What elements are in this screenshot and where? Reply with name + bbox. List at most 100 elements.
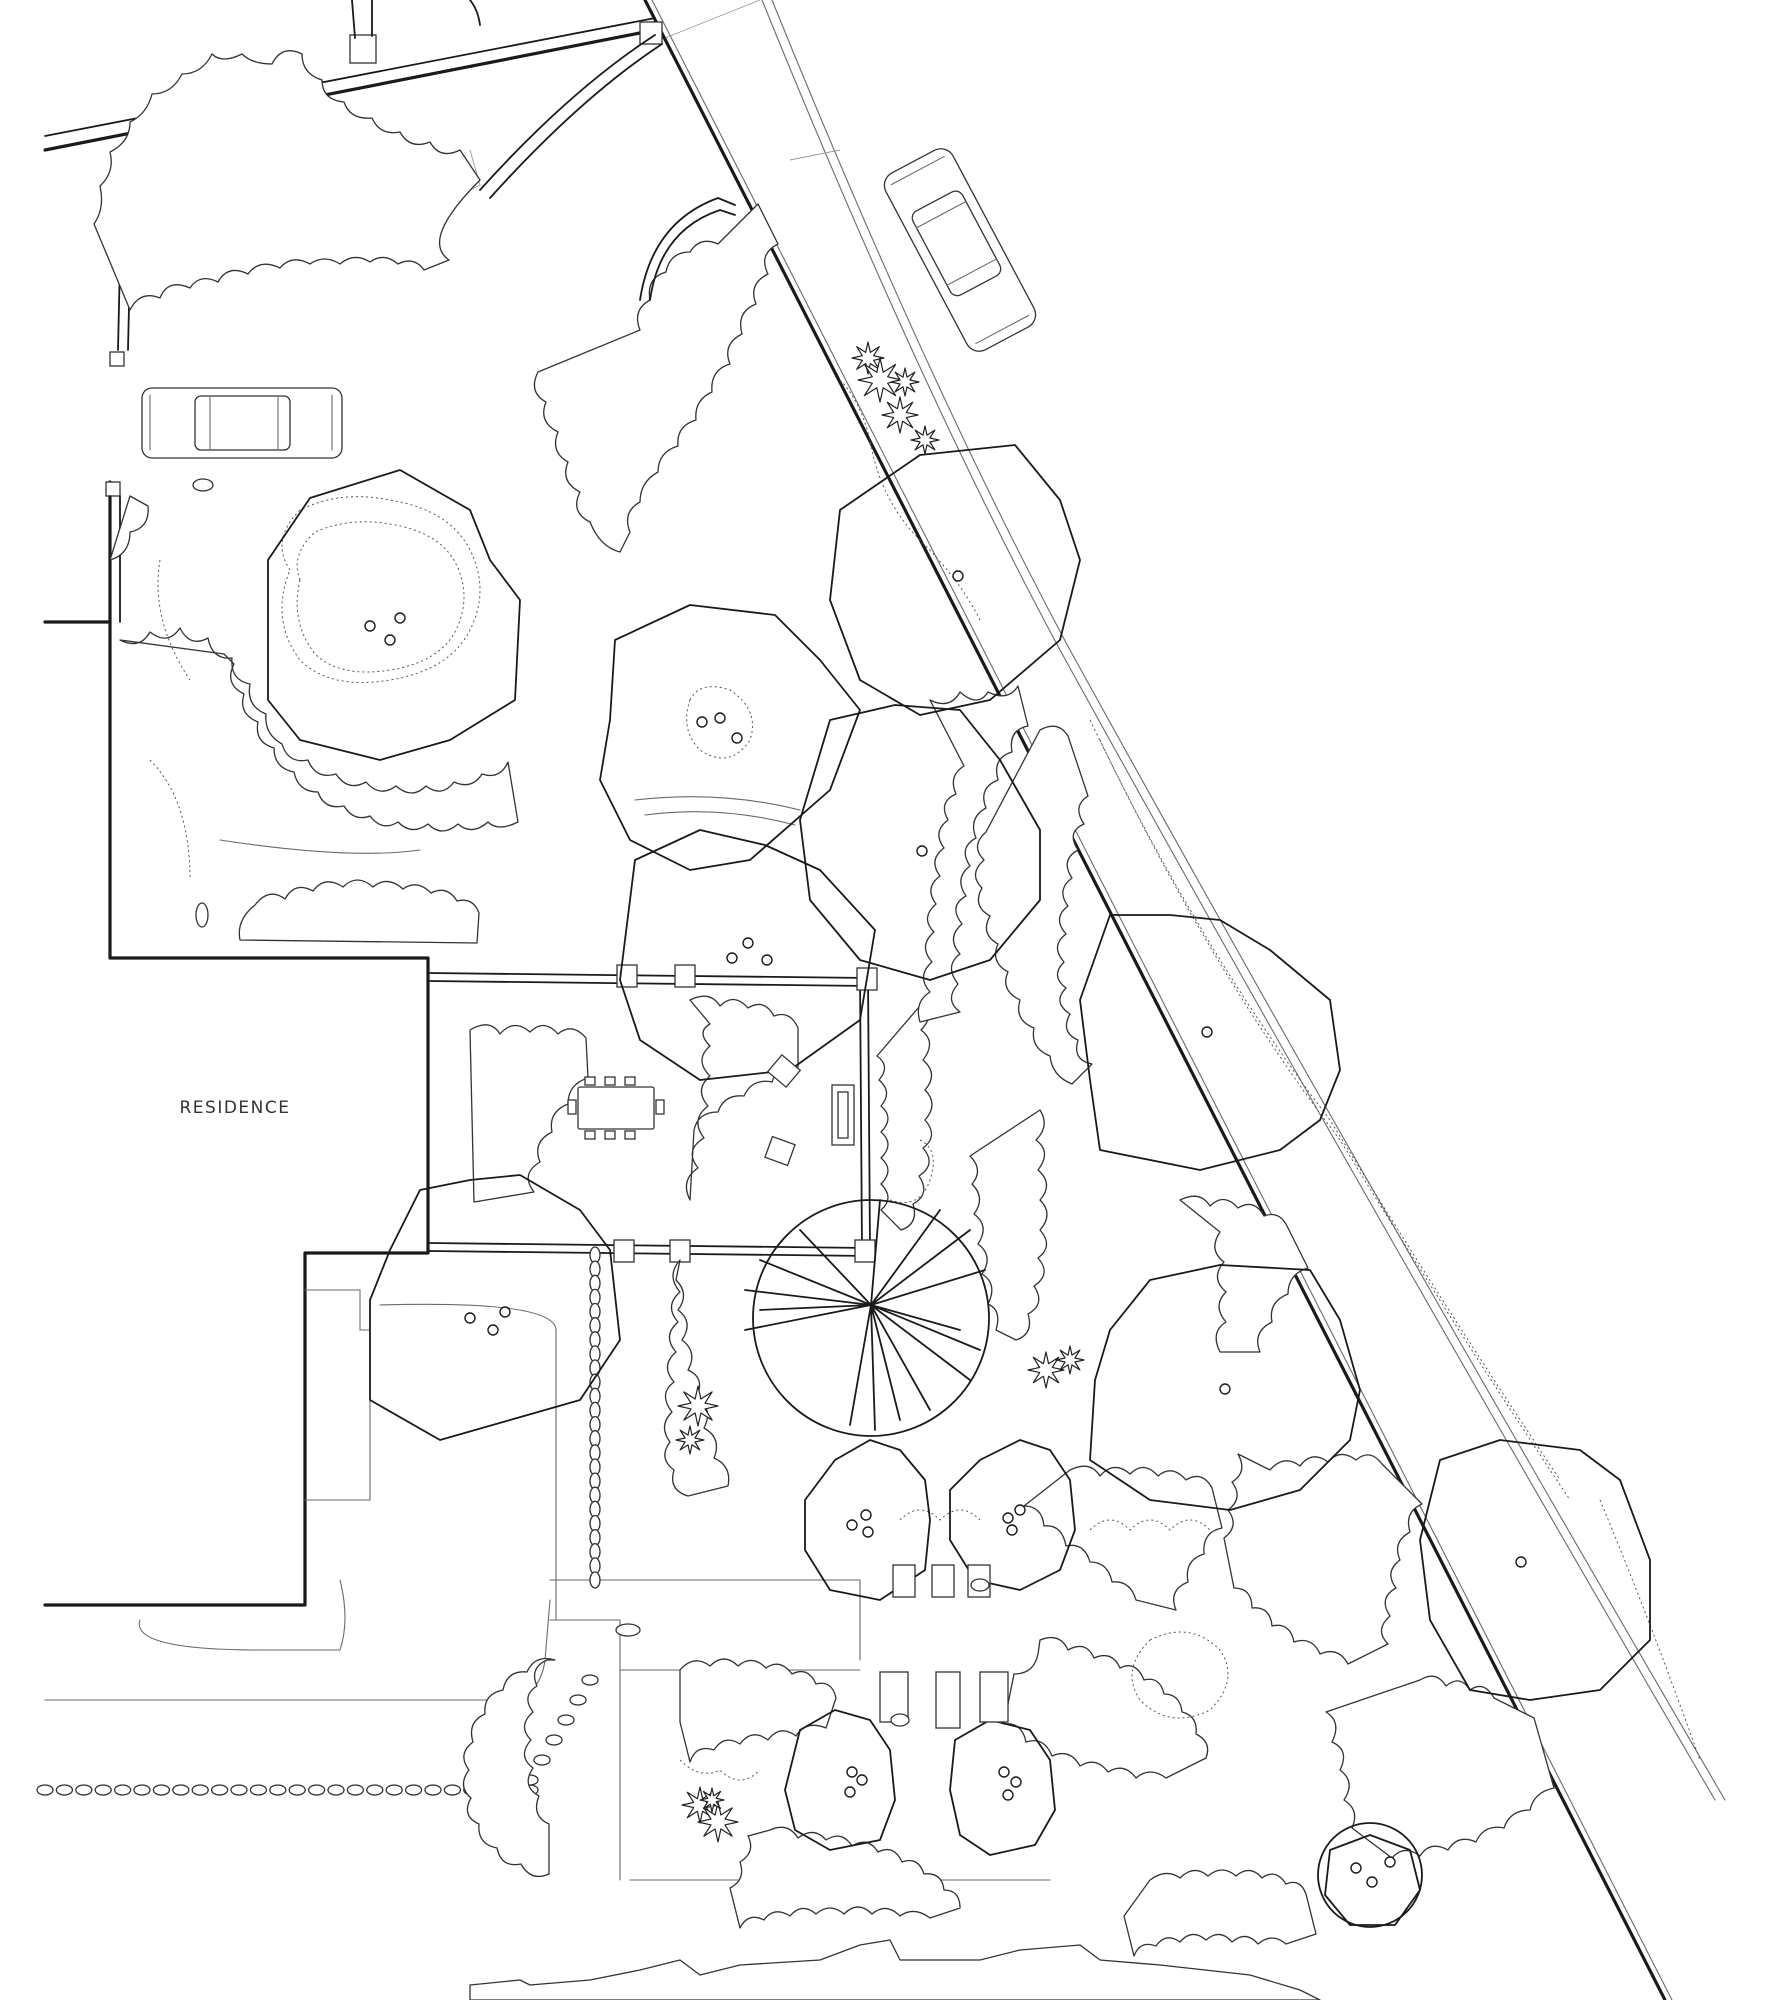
- stepping-stone: [424, 1784, 442, 1796]
- tree-canopy: [619, 829, 876, 1081]
- tree-trunk-marker: [714, 712, 726, 724]
- terrace-walls: [427, 964, 878, 1263]
- succulent-plant: [699, 1787, 725, 1813]
- bicycle-figures: [192, 478, 990, 1727]
- tree-trunk-marker: [998, 1766, 1010, 1778]
- tree-canopy: [1419, 1439, 1651, 1701]
- stepping-stone: [55, 1784, 74, 1796]
- stepping-stone: [569, 1694, 587, 1706]
- stepping-stone: [327, 1784, 345, 1796]
- tree-trunk-marker: [916, 845, 928, 857]
- tree-trunk-marker: [742, 937, 754, 949]
- stepping-stone: [545, 1734, 563, 1746]
- stepping-stone: [269, 1784, 287, 1796]
- tree-trunk-marker: [846, 1766, 858, 1778]
- tree-trunk-marker: [726, 952, 738, 964]
- stepping-stone: [307, 1784, 326, 1796]
- stepping-stone: [36, 1784, 54, 1796]
- tree-trunk-marker: [1219, 1383, 1231, 1395]
- tree-trunk-marker: [952, 570, 964, 582]
- property-line: [643, 0, 1673, 2000]
- tree-canopy: [267, 469, 521, 761]
- tree-trunk-marker: [394, 612, 406, 624]
- succulent-plant: [857, 357, 903, 403]
- tree-canopy: [1089, 1264, 1361, 1511]
- tree-trunk-marker: [1010, 1776, 1022, 1788]
- tree-trunk-marker: [696, 716, 708, 728]
- tree-trunk-marker: [1384, 1856, 1396, 1868]
- tree-trunk-marker: [862, 1526, 874, 1538]
- succulent-plant: [910, 425, 940, 455]
- road-edge-lines: [659, 0, 1726, 1801]
- succulent-plant: [1027, 1351, 1065, 1389]
- tree-trunk-marker: [464, 1312, 476, 1324]
- tree-canopy: [829, 444, 1081, 716]
- tree-trunk-marker: [856, 1774, 868, 1786]
- tree-trunk-marker: [487, 1324, 499, 1336]
- tree-trunk-marker: [1002, 1512, 1014, 1524]
- tree-trunk-marker: [1201, 1026, 1213, 1038]
- parked-car-right: [883, 148, 1037, 352]
- succulent-plant: [881, 396, 919, 434]
- stepping-stone: [75, 1784, 93, 1796]
- tree-trunk-marker: [1014, 1504, 1026, 1516]
- shrub-masses: [93, 50, 1555, 2000]
- tree-trunk-marker: [761, 954, 773, 966]
- tree-trunks: [364, 570, 1527, 1888]
- tree-trunk-marker: [844, 1786, 856, 1798]
- succulent-plant: [851, 341, 885, 375]
- tree-canopy: [1324, 1834, 1421, 1926]
- stepping-stone: [113, 1784, 132, 1796]
- tree-canopy: [599, 604, 861, 871]
- stepping-stone: [230, 1784, 248, 1796]
- succulent-plant: [1055, 1345, 1085, 1375]
- tree-trunk-marker: [731, 732, 743, 744]
- dining-table: [567, 1076, 665, 1140]
- stepping-stone: [94, 1784, 112, 1796]
- tree-trunk-marker: [846, 1519, 858, 1531]
- tree-trunk-marker: [860, 1509, 872, 1521]
- tree-canopy: [949, 1719, 1056, 1856]
- arbor-wall: [479, 34, 736, 301]
- tree-trunk-marker: [1350, 1862, 1362, 1874]
- tree-canopy: [784, 1709, 896, 1851]
- tree-canopy: [1079, 914, 1341, 1171]
- tree-trunk-marker: [364, 620, 376, 632]
- tree-trunk-marker: [1006, 1524, 1018, 1536]
- stepping-stone: [404, 1784, 423, 1796]
- specimen-tree-canopy: [752, 1199, 990, 1437]
- stepping-stone: [589, 1571, 601, 1589]
- tree-trunk-marker: [1515, 1556, 1527, 1568]
- tree-canopy: [799, 704, 1041, 981]
- tree-trunk-marker: [1002, 1789, 1014, 1801]
- stepping-stone: [249, 1784, 268, 1796]
- residence-label: RESIDENCE: [179, 1098, 290, 1118]
- tree-trunk-marker: [384, 634, 396, 646]
- stepping-stone: [366, 1784, 384, 1796]
- succulent-plants: [675, 341, 1085, 1843]
- stepping-stone: [533, 1754, 551, 1766]
- groundcover-beds: [149, 379, 1701, 1781]
- tree-trunk-marker: [499, 1306, 511, 1318]
- stepping-stone: [172, 1784, 190, 1796]
- stepping-stone: [210, 1784, 229, 1796]
- stepping-stone: [133, 1784, 151, 1796]
- tree-canopy: [949, 1439, 1076, 1591]
- stepping-stone: [557, 1714, 575, 1726]
- tree-canopy: [804, 1439, 931, 1601]
- stepping-stone: [288, 1784, 306, 1796]
- stepping-stone: [581, 1674, 599, 1686]
- stepping-stone: [152, 1784, 171, 1796]
- tree-canopy: [1317, 1822, 1423, 1928]
- tree-trunk-marker: [1366, 1876, 1378, 1888]
- tree-canopies: [267, 444, 1651, 1928]
- stepping-stone: [346, 1784, 365, 1796]
- succulent-plant: [675, 1425, 705, 1455]
- succulent-plant: [697, 1801, 739, 1843]
- succulent-plant: [677, 1385, 719, 1427]
- tree-canopy: [369, 1174, 621, 1441]
- stepping-stone: [385, 1784, 403, 1796]
- succulent-plant: [890, 367, 920, 397]
- parked-car-left: [141, 387, 343, 459]
